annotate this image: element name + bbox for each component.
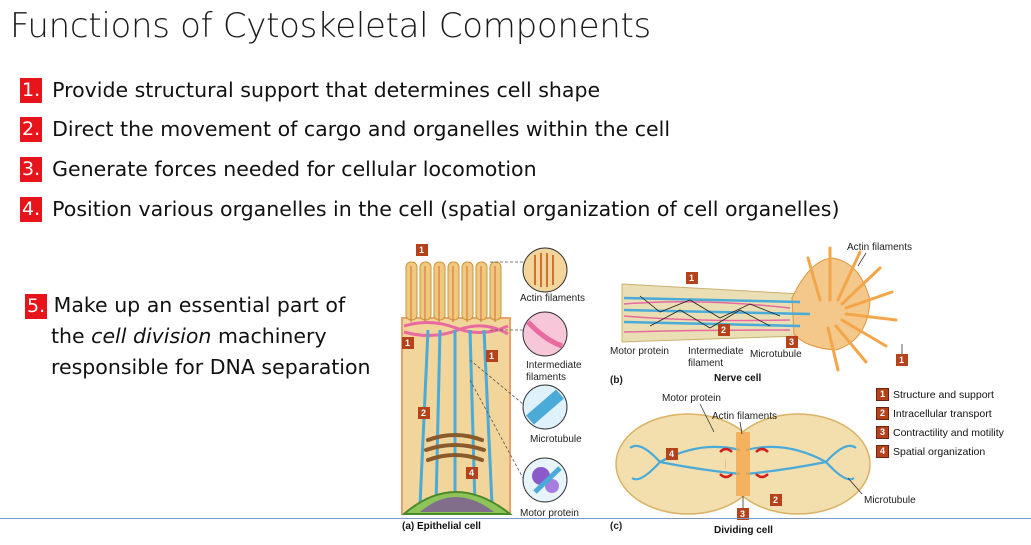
figure-legend: 1 Structure and support 2 Intracellular … [876, 385, 1004, 461]
bottom-divider [0, 518, 1031, 519]
label-filament: filament [688, 358, 723, 369]
panel-b-tag: (b) [610, 375, 623, 386]
function-item: 2. Direct the movement of cargo and orga… [20, 115, 670, 143]
function-number: 3. [20, 156, 43, 182]
caption-epithelial-cell: (a) Epithelial cell [402, 521, 481, 532]
dividing-cell-diagram: 4 2 3 Motor protein Actin filaments Micr… [610, 393, 916, 536]
label-microtubule: Microtubule [530, 434, 582, 445]
caption-dividing-cell: Dividing cell [714, 525, 773, 536]
function-number: 2. [20, 116, 43, 142]
legend-item: 3 Contractility and motility [876, 423, 1004, 442]
function-item: 1. Provide structural support that deter… [20, 76, 600, 104]
label-motor-protein: Motor protein [520, 508, 579, 519]
legend-text: Contractility and motility [893, 426, 1004, 439]
badge: 1 [419, 245, 424, 255]
badge: 3 [740, 509, 745, 519]
function-text-line1: Make up an essential part of [53, 293, 346, 317]
caption-nerve-cell: Nerve cell [714, 373, 761, 384]
function-item-5: 5. Make up an essential part of the cell… [25, 290, 371, 383]
function-number: 1. [20, 77, 43, 103]
function-item: 3. Generate forces needed for cellular l… [20, 155, 537, 183]
legend-number: 4 [876, 445, 889, 458]
label-motor-protein: Motor protein [662, 393, 721, 404]
badge: 3 [789, 337, 794, 347]
label-microtubule: Microtubule [864, 495, 916, 506]
function-number: 4. [20, 196, 43, 222]
function-text-line3: responsible for DNA separation [51, 355, 371, 379]
legend-item: 4 Spatial organization [876, 442, 1004, 461]
badge: 2 [421, 408, 426, 418]
label-microtubule: Microtubule [750, 349, 802, 360]
function-text-line2: the cell division machinery [51, 324, 327, 348]
legend-text: Intracellular transport [893, 407, 992, 420]
label-motor-protein: Motor protein [610, 346, 669, 357]
panel-a-badges: 1 1 1 2 4 [402, 244, 498, 479]
badge: 1 [489, 351, 494, 361]
label-actin-filaments: Actin filaments [712, 411, 777, 422]
function-number: 5. [25, 294, 48, 319]
label-actin-filaments: Actin filaments [520, 293, 585, 304]
legend-text: Structure and support [893, 388, 994, 401]
function-text: Position various organelles in the cell … [52, 197, 840, 221]
label-filaments: filaments [526, 372, 566, 383]
label-intermediate: Intermediate [526, 360, 582, 371]
epithelial-cell-diagram: 1 1 1 2 4 Actin filaments Intermediate f… [401, 244, 585, 532]
slide-title: Functions of Cytoskeletal Components [10, 6, 651, 46]
panel-c-tag: (c) [610, 521, 622, 532]
badge: 1 [405, 338, 410, 348]
label-intermediate: Intermediate [688, 346, 744, 357]
nerve-cell-diagram: 1 2 3 1 Actin filaments Motor protein In… [610, 242, 912, 386]
badge: 1 [689, 273, 694, 283]
function-text: Direct the movement of cargo and organel… [52, 117, 671, 141]
legend-item: 2 Intracellular transport [876, 404, 1004, 423]
badge: 2 [773, 495, 778, 505]
label-actin-filaments: Actin filaments [847, 242, 912, 253]
badge: 4 [669, 449, 674, 459]
function-text: Generate forces needed for cellular loco… [52, 157, 537, 181]
legend-number: 1 [876, 388, 889, 401]
legend-number: 3 [876, 426, 889, 439]
emphasis-text: cell division [91, 324, 212, 348]
legend-text: Spatial organization [893, 445, 986, 458]
function-item: 4. Position various organelles in the ce… [20, 195, 839, 223]
legend-number: 2 [876, 407, 889, 420]
badge: 2 [721, 325, 726, 335]
legend-item: 1 Structure and support [876, 385, 1004, 404]
function-text: Provide structural support that determin… [52, 78, 601, 102]
badge: 1 [899, 355, 904, 365]
badge: 4 [469, 468, 474, 478]
